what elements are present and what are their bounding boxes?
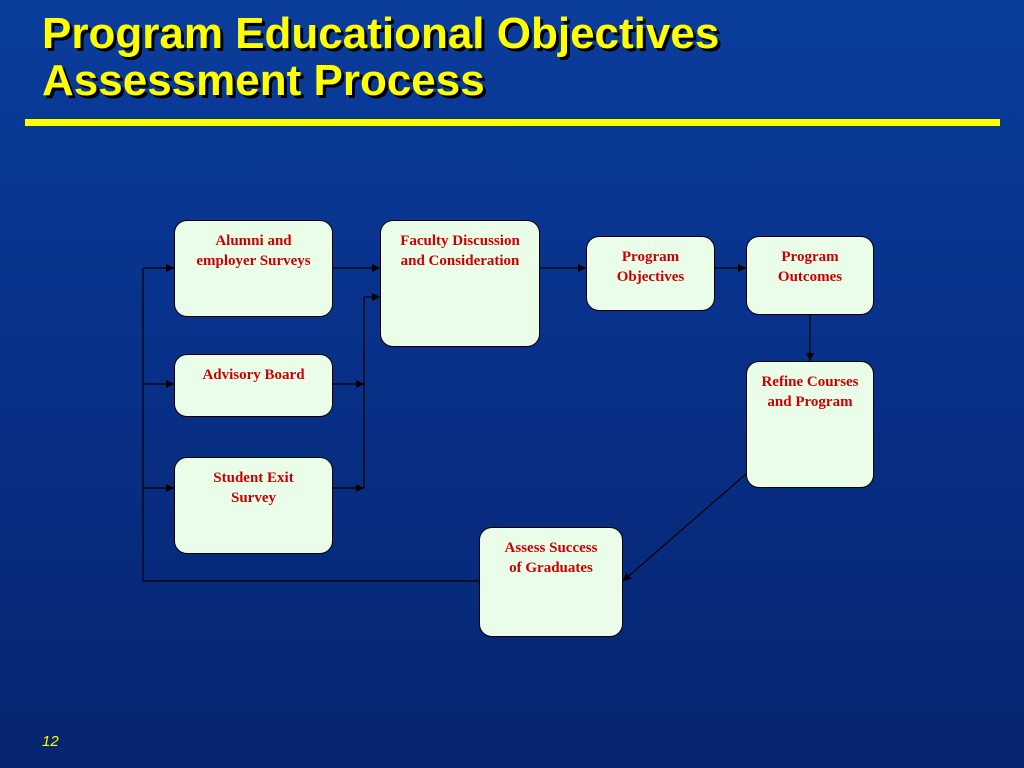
program-objectives-box: Program Objectives bbox=[586, 236, 715, 311]
title-underline bbox=[25, 119, 1000, 126]
student-exit-survey-box: Student Exit Survey bbox=[174, 457, 333, 554]
program-outcomes-box: Program Outcomes bbox=[746, 236, 874, 315]
alumni-surveys-box: Alumni and employer Surveys bbox=[174, 220, 333, 317]
slide-title: Program Educational Objectives Assessmen… bbox=[42, 10, 719, 104]
assess-success-label: Assess Success of Graduates bbox=[504, 540, 598, 576]
refine-courses-box: Refine Courses and Program bbox=[746, 361, 874, 488]
arrow-refine-to-assess bbox=[622, 473, 747, 582]
alumni-surveys-label: Alumni and employer Surveys bbox=[196, 233, 311, 269]
student-exit-survey-label: Student Exit Survey bbox=[213, 470, 294, 506]
advisory-board-label: Advisory Board bbox=[202, 367, 305, 383]
program-objectives-label: Program Objectives bbox=[616, 249, 685, 285]
feedback-return-line bbox=[142, 268, 479, 582]
refine-courses-label: Refine Courses and Program bbox=[761, 374, 859, 410]
faculty-discussion-box: Faculty Discussion and Consideration bbox=[380, 220, 540, 347]
page-number: 12 bbox=[42, 733, 59, 750]
program-outcomes-label: Program Outcomes bbox=[777, 249, 843, 285]
advisory-board-box: Advisory Board bbox=[174, 354, 333, 417]
slide-title-line-1: Program Educational Objectives bbox=[42, 9, 720, 58]
slide-title-line-2: Assessment Process bbox=[42, 56, 485, 105]
assess-success-box: Assess Success of Graduates bbox=[479, 527, 623, 637]
faculty-discussion-label: Faculty Discussion and Consideration bbox=[400, 233, 520, 269]
